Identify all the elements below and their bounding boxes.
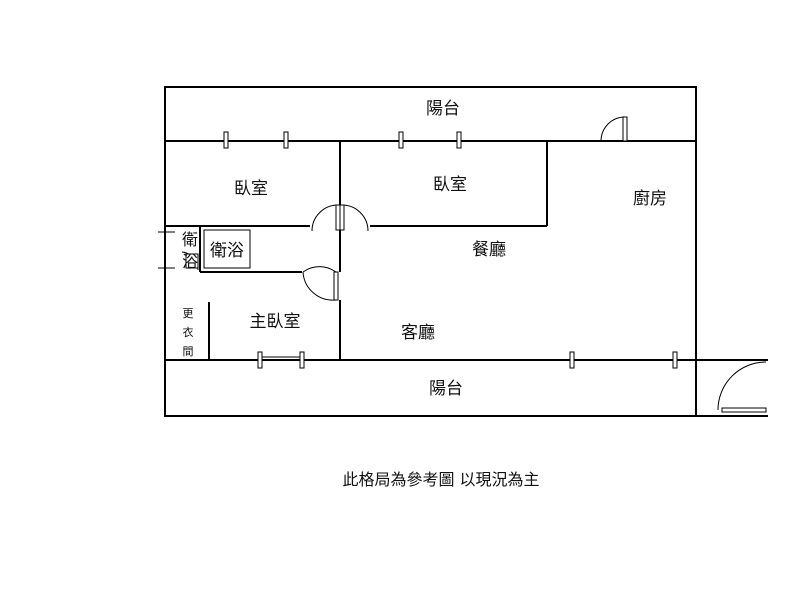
label-kitchen: 廚房 xyxy=(633,188,667,209)
disclaimer-note: 此格局為參考圖 以現況為主 xyxy=(342,470,539,489)
window-mark xyxy=(223,131,229,149)
door-swing-master-arc xyxy=(302,271,337,301)
label-bedroom-2: 臥室 xyxy=(433,175,467,195)
door-swing-balcony xyxy=(717,361,767,411)
label-master-bedroom: 主臥室 xyxy=(250,312,301,332)
door-leaf xyxy=(333,271,339,301)
window-mark xyxy=(398,131,404,149)
door-swing-bedroom1 xyxy=(311,204,339,232)
label-bath-inner: 衛浴 xyxy=(210,241,244,261)
label-bath-side-2: 浴 xyxy=(182,252,198,271)
label-closet-2: 衣 xyxy=(183,325,194,339)
door-leaf xyxy=(185,253,199,269)
door-leaf xyxy=(721,407,767,413)
outer-wall xyxy=(164,86,697,417)
door-leaf xyxy=(622,116,628,142)
label-closet-1: 更 xyxy=(183,307,194,320)
window-mark xyxy=(299,351,305,369)
door-leaf xyxy=(335,204,341,231)
window-mark xyxy=(456,131,462,149)
door-swing-kitchen xyxy=(600,116,626,142)
label-balcony-bottom: 陽台 xyxy=(429,379,463,399)
window-mark xyxy=(569,351,575,369)
label-living: 客廳 xyxy=(401,323,435,343)
window-mark xyxy=(257,351,263,369)
label-bath-side-1: 衛 xyxy=(182,230,198,249)
window-mark xyxy=(672,351,678,369)
label-closet-3: 間 xyxy=(183,345,194,358)
label-balcony-top: 陽台 xyxy=(426,99,460,119)
door-swing-master xyxy=(302,266,337,300)
label-bedroom-1: 臥室 xyxy=(234,179,268,199)
window-mark xyxy=(283,131,289,149)
bath-fixture xyxy=(203,229,251,269)
label-dining: 餐廳 xyxy=(472,240,506,260)
door-swing-bedroom2 xyxy=(341,204,369,232)
door-leaf xyxy=(339,204,345,231)
